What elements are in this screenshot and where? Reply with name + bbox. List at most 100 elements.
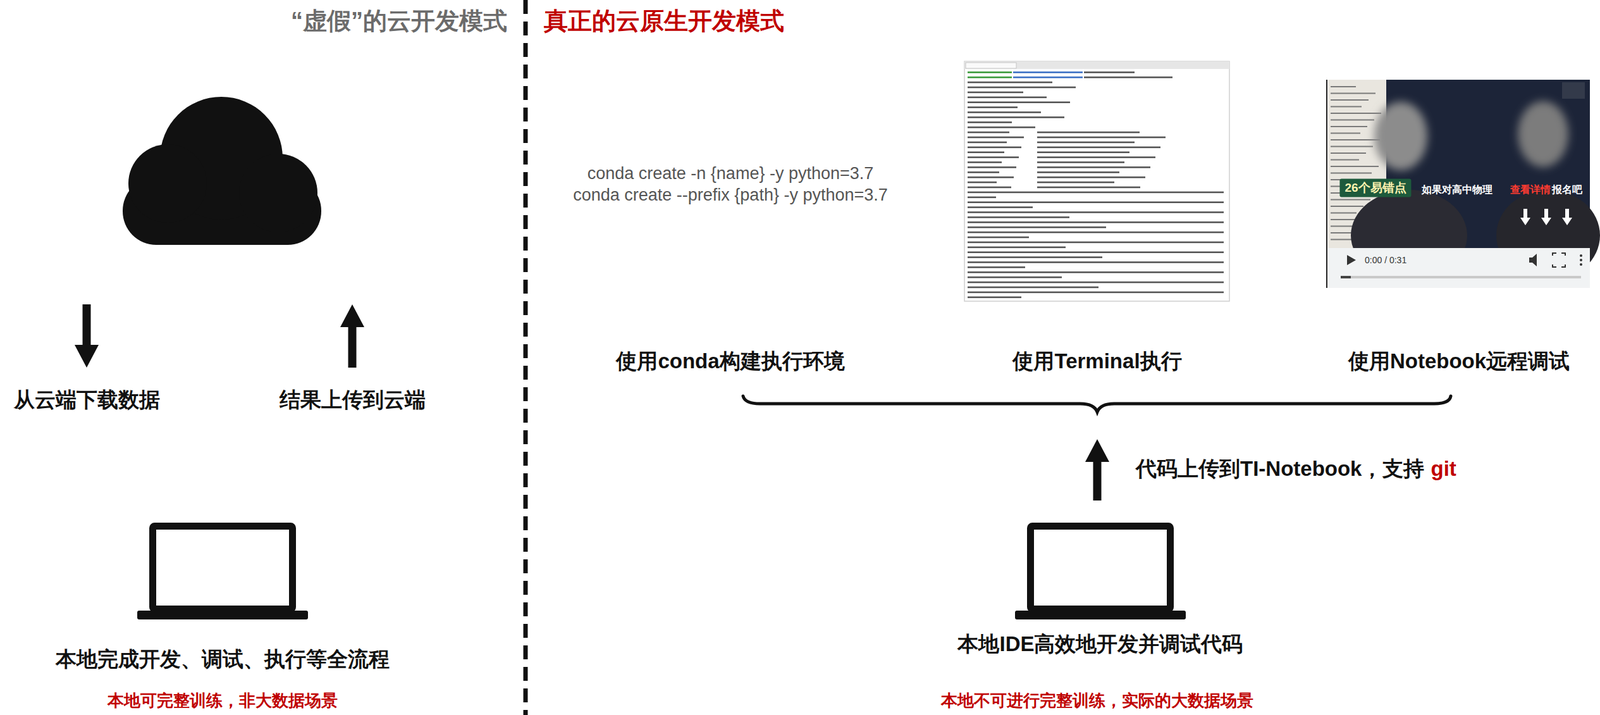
terminal-line: [1083, 76, 1173, 79]
frame-line: [1326, 79, 1328, 288]
download-arrow: [74, 304, 99, 368]
divider-line: [523, 0, 529, 715]
laptop-node: 本地IDE高效地开发并调试代码: [957, 522, 1243, 657]
upload-label: 代码上传到TI-Notebook，支持: [1135, 455, 1425, 482]
terminal-line: [1037, 181, 1115, 184]
terminal-line: [1037, 151, 1130, 154]
paper-line: [1330, 106, 1362, 108]
terminal-screenshot: [964, 61, 1230, 302]
terminal-line: [1037, 176, 1146, 179]
laptop-icon: [137, 522, 308, 622]
terminal-line: [967, 146, 1022, 149]
terminal-line: [1037, 156, 1156, 159]
paper-line: [1330, 152, 1367, 154]
paper-line: [1330, 132, 1361, 135]
node-caption: 本地IDE高效地开发并调试代码: [957, 631, 1243, 657]
terminal-line: [967, 176, 1014, 179]
terminal-line: [967, 106, 1018, 109]
terminal-line: [967, 186, 1012, 189]
player-controls: [1328, 247, 1590, 288]
menu-dot: [1579, 263, 1583, 266]
menu-icon: [1579, 254, 1583, 266]
tool-label: 使用conda构建执行环境: [615, 348, 845, 374]
terminal-titlebar: [964, 61, 1230, 69]
video-caption: 查看详情: [1510, 183, 1551, 196]
terminal-line: [967, 241, 1224, 244]
terminal-line: [1037, 136, 1166, 139]
terminal-line: [967, 121, 1012, 124]
paper-line: [1330, 159, 1360, 161]
terminal-line: [967, 271, 1224, 274]
terminal-line: [1037, 186, 1141, 189]
flow-label: 结果上传到云端: [279, 387, 426, 413]
arrow-shaft: [1093, 461, 1102, 501]
video-time: 0:00 / 0:31: [1364, 254, 1407, 266]
paper-line: [1330, 125, 1368, 128]
node-caption: 本地完成开发、调试、执行等全流程: [55, 646, 390, 672]
arrow-head: [74, 344, 99, 368]
terminal-line: [967, 181, 997, 184]
progress-played: [1340, 275, 1351, 279]
laptop-node: 本地完成开发、调试、执行等全流程: [55, 522, 390, 672]
terminal-line: [1037, 141, 1135, 144]
terminal-line: [1037, 166, 1151, 169]
play-icon: [1347, 254, 1356, 265]
section-title: 真正的云原生开发模式: [543, 6, 785, 37]
terminal-line: [967, 206, 1033, 209]
terminal-line: [967, 96, 1047, 99]
video-screenshot: [1326, 79, 1600, 288]
note-text: 本地不可进行完整训练，实际的大数据场景: [941, 690, 1254, 711]
paper-line: [1330, 165, 1379, 167]
terminal-line: [967, 211, 1224, 214]
terminal-line: [967, 91, 1024, 94]
terminal-line: [967, 131, 1010, 134]
menu-dot: [1579, 258, 1583, 262]
small-arrow: [1520, 208, 1531, 226]
video-icon: [1562, 82, 1585, 99]
terminal-line: [967, 81, 1053, 84]
terminal-line: [967, 276, 1062, 279]
terminal-line: [967, 116, 1065, 119]
terminal-line: [1037, 171, 1120, 174]
command-text: conda create --prefix {path} -y python=3…: [572, 184, 888, 205]
laptop-base: [1015, 610, 1186, 620]
laptop-base: [137, 610, 308, 620]
paper-line: [1330, 172, 1372, 174]
cloud-icon: [122, 96, 322, 245]
terminal-line: [967, 161, 1002, 164]
paper-line: [1330, 86, 1356, 88]
arrow-shaft: [82, 304, 92, 345]
volume-icon: [1529, 253, 1537, 267]
menu-dot: [1579, 254, 1583, 257]
terminal-line: [967, 281, 1224, 284]
small-arrow: [1562, 208, 1573, 226]
terminal-line: [967, 201, 1224, 204]
terminal-line: [967, 111, 1041, 114]
upload-arrow: [340, 304, 365, 368]
video-caption: 如果对高中物理: [1421, 183, 1493, 196]
paper-line: [1330, 112, 1382, 114]
terminal-tab: [965, 62, 1017, 69]
paper-line: [1330, 146, 1373, 148]
arrow-head: [1085, 438, 1110, 462]
terminal-line: [967, 151, 1005, 154]
terminal-line: [967, 76, 1012, 79]
small-arrow: [1541, 208, 1552, 226]
terminal-line: [1037, 146, 1161, 149]
upload-arrow: [1085, 438, 1110, 501]
terminal-line: [967, 71, 1012, 74]
laptop-screen: [153, 526, 293, 610]
terminal-line: [967, 236, 1029, 239]
terminal-line: [967, 221, 1224, 224]
paper-line: [1330, 119, 1375, 121]
upload-label: git: [1430, 455, 1456, 482]
tool-label: 使用Terminal执行: [1012, 348, 1182, 374]
arrow-head: [340, 304, 365, 327]
blurred-face: [1374, 101, 1428, 171]
paper-line: [1330, 92, 1376, 95]
fullscreen-icon: [1552, 252, 1566, 267]
terminal-line: [967, 141, 1007, 144]
terminal-line: [967, 286, 1099, 289]
terminal-line: [967, 261, 1224, 264]
